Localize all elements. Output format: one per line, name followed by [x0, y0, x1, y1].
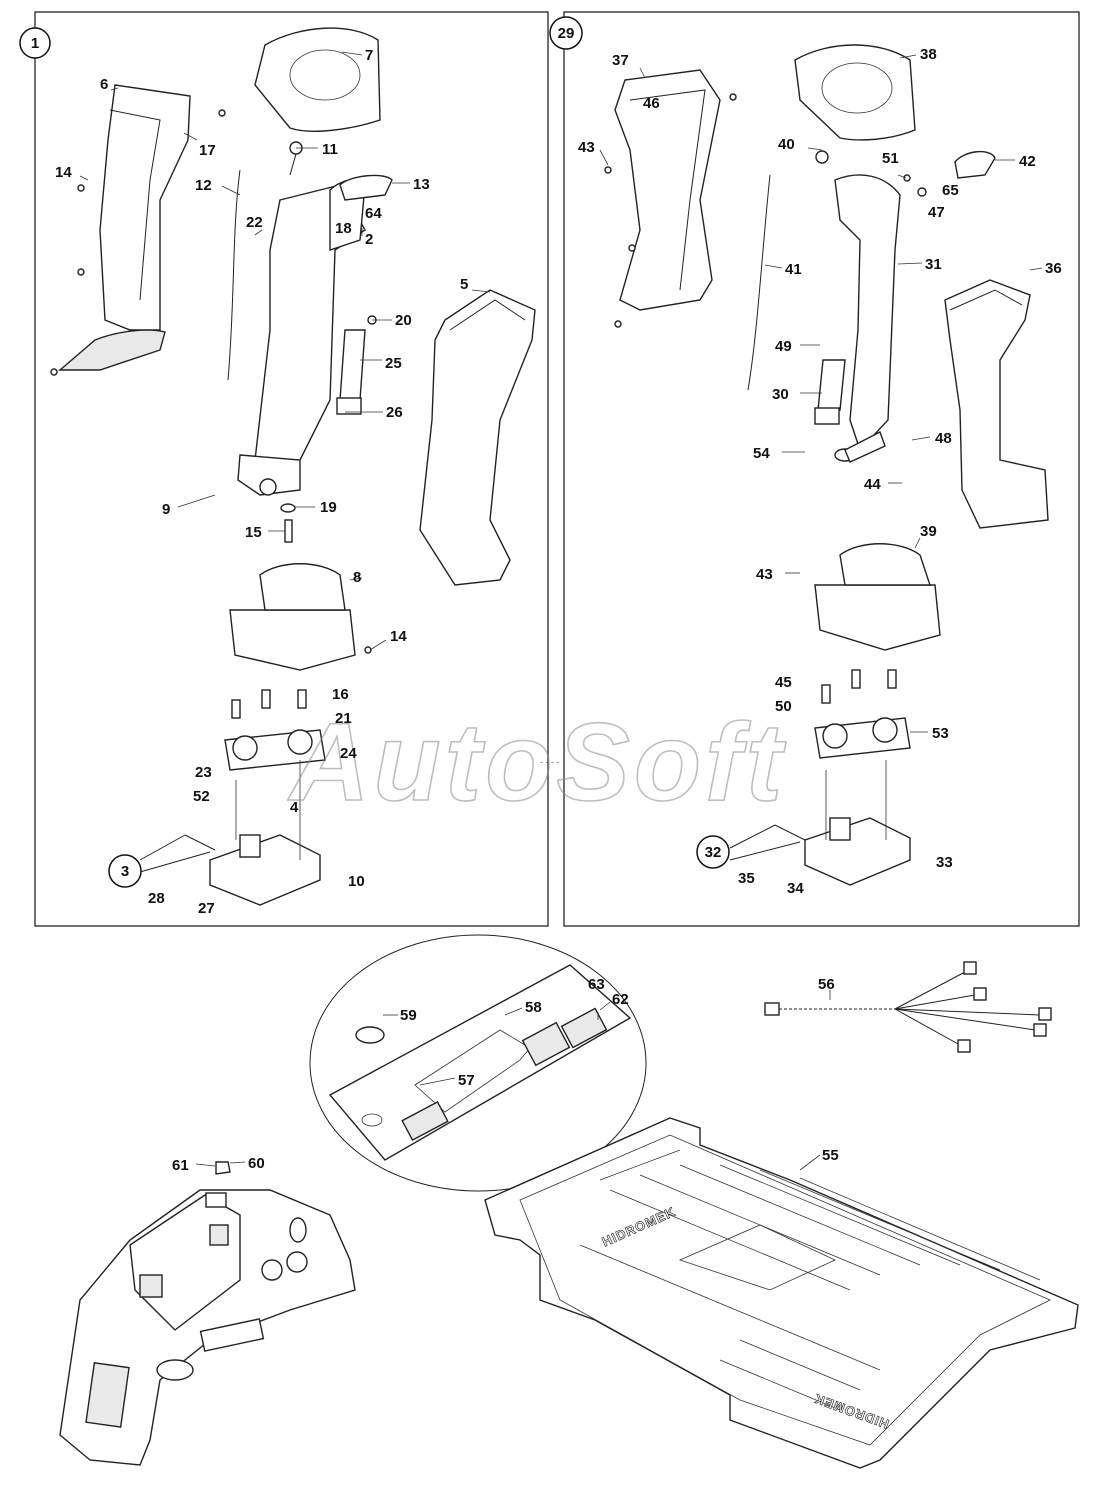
left-part-labels: 6 7 17 14 11 12 13 22 64 18 2 20 25 26 9… [55, 47, 468, 917]
part-label: 24 [340, 745, 357, 762]
part-label: 59 [400, 1007, 417, 1024]
part-label: 18 [335, 220, 352, 237]
part-label: 53 [932, 725, 949, 742]
svg-text:3: 3 [121, 863, 129, 880]
part-label: 16 [332, 686, 349, 703]
part-label: 42 [1019, 153, 1036, 170]
part-label: 6 [100, 76, 108, 93]
part-label: 49 [775, 338, 792, 355]
group-marker-1: 1 [19, 27, 51, 59]
part-label: 25 [385, 355, 402, 372]
part-label: 27 [198, 900, 215, 917]
part-label: 13 [413, 176, 430, 193]
part-label: 52 [193, 788, 210, 805]
part-label: 48 [935, 430, 952, 447]
part-label: 11 [322, 141, 338, 158]
group-marker-29: 29 [549, 16, 583, 50]
right-part-labels: 37 38 46 43 40 51 42 65 47 41 31 36 49 3… [578, 46, 1062, 897]
part-label: 35 [738, 870, 755, 887]
part-label: 10 [348, 873, 365, 890]
part-label: 47 [928, 204, 945, 221]
part-label: 56 [818, 976, 835, 993]
part-label: 45 [775, 674, 792, 691]
part-label: 26 [386, 404, 403, 421]
part-label: 50 [775, 698, 792, 715]
bottom-parts: HIDROMEK HIDROMEK [59, 934, 1079, 1469]
part-label: 20 [395, 312, 412, 329]
part-label: 12 [195, 177, 212, 194]
part-label: 14 [390, 628, 407, 645]
svg-text:29: 29 [558, 25, 575, 42]
svg-text:32: 32 [705, 844, 722, 861]
part-label: 64 [365, 205, 382, 222]
bottom-part-labels: 59 58 63 62 57 56 61 60 55 [172, 976, 839, 1174]
part-label: 60 [248, 1155, 265, 1172]
left-panel-parts [50, 27, 536, 906]
part-label: 23 [195, 764, 212, 781]
part-label: 57 [458, 1072, 475, 1089]
bottom-leaders [195, 990, 831, 1171]
part-label: 21 [335, 710, 352, 727]
part-label: 43 [578, 139, 595, 156]
group-marker-3: 3 [108, 854, 142, 888]
part-label: 2 [365, 231, 373, 248]
part-label: 46 [643, 95, 660, 112]
part-label: 41 [785, 261, 802, 278]
part-label: 55 [822, 1147, 839, 1164]
part-label: 7 [365, 47, 373, 64]
svg-text:- - - -: - - - - [540, 757, 560, 767]
part-label: 28 [148, 890, 165, 907]
part-label: 40 [778, 136, 795, 153]
part-label: 4 [290, 799, 299, 816]
part-label: 8 [353, 569, 361, 586]
part-label: 33 [936, 854, 953, 871]
part-label: 36 [1045, 260, 1062, 277]
part-label: 5 [460, 276, 468, 293]
group-marker-32: 32 [696, 835, 730, 869]
right-leaders [599, 54, 1043, 733]
left-leaders [79, 51, 491, 651]
part-label: 15 [245, 524, 262, 541]
part-label: 44 [864, 476, 881, 493]
part-label: 51 [882, 150, 899, 167]
part-label: 38 [920, 46, 937, 63]
part-label: 34 [787, 880, 804, 897]
part-label: 19 [320, 499, 337, 516]
right-panel-parts [604, 44, 1049, 886]
part-label: 17 [199, 142, 216, 159]
part-label: 54 [753, 445, 770, 462]
part-label: 31 [925, 256, 942, 273]
part-label: 65 [942, 182, 959, 199]
svg-text:1: 1 [31, 35, 39, 52]
part-label: 37 [612, 52, 629, 69]
part-label: 58 [525, 999, 542, 1016]
part-label: 63 [588, 976, 605, 993]
watermark: AutoSoft [287, 701, 787, 824]
part-label: 39 [920, 523, 937, 540]
part-label: 61 [172, 1157, 189, 1174]
part-label: 14 [55, 164, 72, 181]
part-label: 22 [246, 214, 263, 231]
part-label: 9 [162, 501, 170, 518]
right-panel-frame [563, 11, 1080, 927]
part-label: 62 [612, 991, 629, 1008]
left-panel-frame [34, 11, 549, 927]
part-label: 43 [756, 566, 773, 583]
part-label: 30 [772, 386, 789, 403]
